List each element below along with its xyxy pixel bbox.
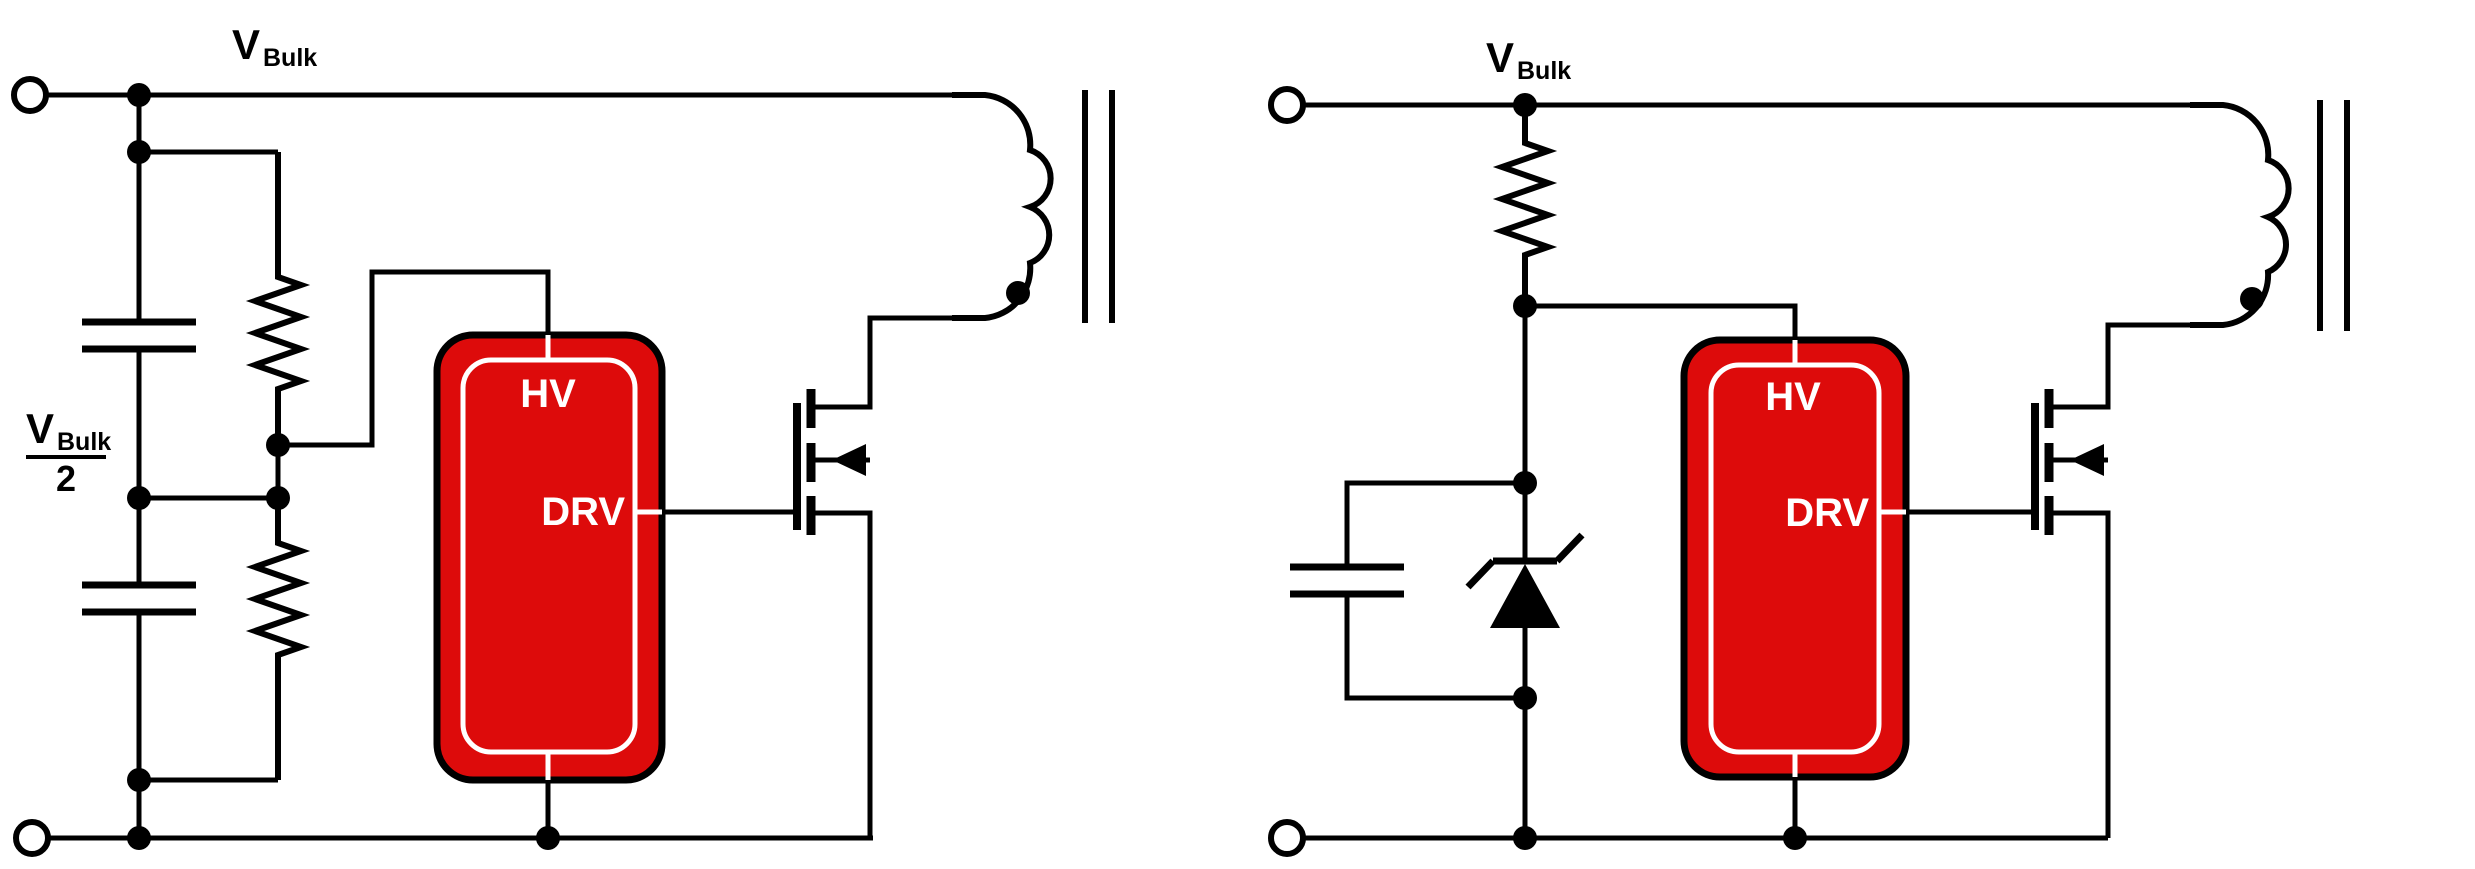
divider-resistor-lower bbox=[245, 498, 311, 780]
ic-drv-pin-label: DRV bbox=[541, 490, 625, 534]
left-input-terminal bbox=[11, 76, 49, 114]
half-bulk-label-subscript: Bulk bbox=[57, 428, 111, 456]
junction-dot bbox=[1513, 471, 1537, 495]
left-vbulk-label: V Bulk bbox=[232, 21, 317, 72]
half-bulk-label-denominator: 2 bbox=[56, 458, 76, 499]
cap-branch-bottom-wire bbox=[1344, 594, 1525, 701]
zener-bar-bend-left bbox=[1465, 558, 1496, 590]
junction-dot bbox=[536, 826, 560, 850]
bulk-capacitor-lower bbox=[82, 581, 196, 616]
transformer-polarity-dot bbox=[2240, 287, 2264, 311]
junction-dot bbox=[127, 826, 151, 850]
right-n-channel-mosfet bbox=[2031, 322, 2190, 838]
left-hv-tap-wire bbox=[278, 269, 551, 448]
left-half-bulk-label: V Bulk 2 bbox=[26, 405, 111, 499]
junction-dot bbox=[1513, 93, 1537, 117]
mosfet-source-wire bbox=[2049, 510, 2111, 838]
ic-hv-pin-label: HV bbox=[1765, 375, 1821, 419]
mosfet-body-arrow bbox=[2070, 444, 2104, 476]
right-vbulk-label: V Bulk bbox=[1486, 34, 1571, 85]
zener-anode-triangle bbox=[1490, 564, 1560, 628]
mosfet-body-arrow bbox=[832, 444, 866, 476]
ic-hv-pin-label: HV bbox=[520, 372, 576, 416]
junction-dot bbox=[1783, 826, 1807, 850]
right-hv-tap-wire bbox=[1525, 303, 1798, 340]
mosfet-drain-wire bbox=[811, 315, 952, 410]
mosfet-drain-wire bbox=[2049, 322, 2190, 410]
transformer-primary-winding bbox=[2190, 102, 2292, 328]
right-vbulk-label-base: V bbox=[1486, 34, 1514, 81]
bulk-capacitor-upper bbox=[82, 318, 196, 353]
junction-dot bbox=[1513, 686, 1537, 710]
divider-resistor-upper bbox=[245, 152, 311, 445]
transformer-polarity-dot bbox=[1006, 281, 1030, 305]
right-return-terminal bbox=[1268, 819, 1306, 857]
left-vbulk-label-subscript: Bulk bbox=[263, 44, 317, 72]
zener-diode bbox=[1465, 483, 1585, 838]
left-circuit: V Bulk V Bulk 2 bbox=[11, 21, 1115, 857]
right-transformer bbox=[2190, 100, 2350, 331]
half-bulk-label-base: V bbox=[26, 405, 54, 452]
junction-dot bbox=[127, 140, 151, 164]
startup-resistor bbox=[1492, 105, 1558, 306]
transformer-primary-winding bbox=[952, 92, 1054, 321]
right-startup-controller-ic: HV DRV bbox=[1680, 336, 1910, 781]
junction-dot bbox=[1513, 826, 1537, 850]
junction-dot bbox=[1513, 294, 1537, 318]
filter-capacitor bbox=[1290, 563, 1404, 598]
zener-bar-bend-right bbox=[1554, 532, 1585, 564]
left-n-channel-mosfet bbox=[793, 315, 952, 838]
junction-dot bbox=[127, 83, 151, 107]
right-input-terminal bbox=[1268, 86, 1306, 124]
left-return-terminal bbox=[13, 819, 51, 857]
mosfet-source-wire bbox=[811, 510, 873, 838]
left-vbulk-label-base: V bbox=[232, 21, 260, 68]
right-vbulk-label-subscript: Bulk bbox=[1517, 57, 1571, 85]
junction-dot bbox=[127, 768, 151, 792]
junction-dot bbox=[266, 486, 290, 510]
junction-dot bbox=[266, 433, 290, 457]
left-transformer bbox=[952, 90, 1115, 323]
cap-branch-top-wire bbox=[1344, 480, 1525, 567]
ic-drv-pin-label: DRV bbox=[1785, 491, 1869, 535]
junction-dot bbox=[127, 486, 151, 510]
left-startup-controller-ic: HV DRV bbox=[433, 331, 666, 784]
right-circuit: V Bulk bbox=[1268, 34, 2350, 857]
